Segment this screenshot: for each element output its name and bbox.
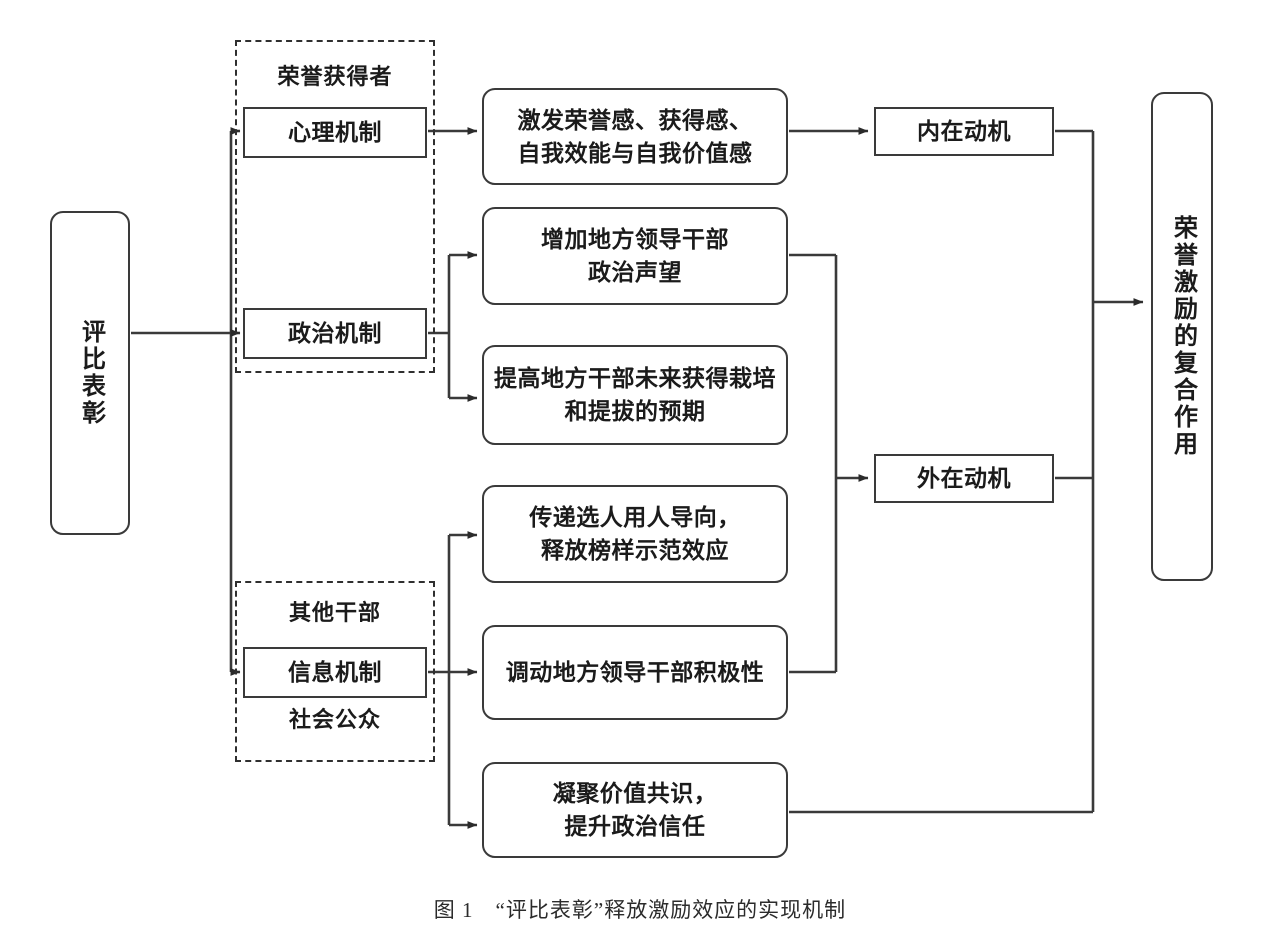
node-effect-6[interactable]: 凝聚价值共识， 提升政治信任	[482, 762, 788, 858]
node-effect-6-label: 凝聚价值共识， 提升政治信任	[552, 780, 718, 839]
node-political-mechanism-label: 政治机制	[288, 320, 382, 347]
node-source-label: 评比表彰	[77, 319, 105, 427]
node-outcome[interactable]: 荣誉激励的复合作用	[1151, 92, 1213, 581]
node-effect-4-label: 传递选人用人导向， 释放榜样示范效应	[529, 504, 741, 563]
node-source[interactable]: 评比表彰	[50, 211, 130, 535]
node-extrinsic-motivation-label: 外在动机	[917, 465, 1011, 492]
node-effect-5-label: 调动地方领导干部积极性	[505, 659, 765, 686]
node-effect-5[interactable]: 调动地方领导干部积极性	[482, 625, 788, 720]
node-effect-2-label: 增加地方领导干部 政治声望	[541, 226, 729, 285]
node-psychological-mechanism[interactable]: 心理机制	[243, 107, 427, 158]
node-information-mechanism-label: 信息机制	[288, 659, 382, 686]
node-intrinsic-motivation-label: 内在动机	[917, 118, 1011, 145]
node-effect-3[interactable]: 提高地方干部未来获得栽培 和提拔的预期	[482, 345, 788, 445]
node-effect-4[interactable]: 传递选人用人导向， 释放榜样示范效应	[482, 485, 788, 583]
group-honor-recipient-label: 荣誉获得者	[277, 64, 393, 89]
node-effect-1-label: 激发荣誉感、获得感、 自我效能与自我价值感	[517, 106, 753, 166]
figure-caption: 图 1 “评比表彰”释放激励效应的实现机制	[433, 898, 847, 922]
node-intrinsic-motivation[interactable]: 内在动机	[874, 107, 1054, 156]
node-outcome-label: 荣誉激励的复合作用	[1169, 215, 1197, 458]
group-honor-recipient	[235, 40, 435, 373]
node-information-mechanism[interactable]: 信息机制	[243, 647, 427, 698]
group-public-label: 社会公众	[288, 707, 381, 732]
node-psychological-mechanism-label: 心理机制	[288, 119, 382, 146]
node-effect-2[interactable]: 增加地方领导干部 政治声望	[482, 207, 788, 305]
node-political-mechanism[interactable]: 政治机制	[243, 308, 427, 359]
node-effect-1[interactable]: 激发荣誉感、获得感、 自我效能与自我价值感	[482, 88, 788, 185]
node-extrinsic-motivation[interactable]: 外在动机	[874, 454, 1054, 503]
group-other-cadres-label: 其他干部	[288, 600, 381, 625]
node-effect-3-label: 提高地方干部未来获得栽培 和提拔的预期	[494, 365, 776, 424]
